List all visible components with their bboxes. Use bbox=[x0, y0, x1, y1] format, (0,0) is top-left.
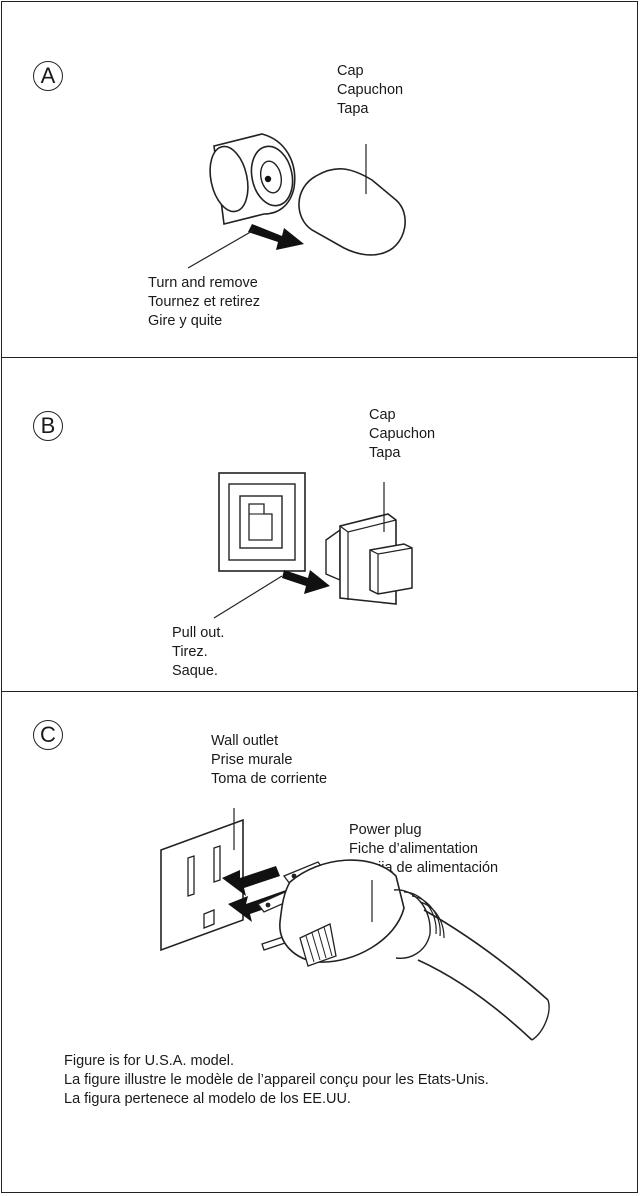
plug-label-en: Power plug bbox=[349, 822, 422, 838]
action-label-es: Gire y quite bbox=[148, 313, 223, 329]
plug-grip bbox=[299, 923, 337, 967]
power-cord bbox=[423, 909, 549, 1001]
panel-b-marker: B bbox=[33, 411, 63, 441]
action-label-es: Saque. bbox=[172, 663, 218, 679]
plug-label-fr: Fiche d’alimentation bbox=[349, 841, 478, 857]
outlet-label: Wall outlet Prise murale Toma de corrien… bbox=[211, 732, 327, 789]
model-note-en: Figure is for U.S.A. model. bbox=[64, 1053, 235, 1069]
action-label-en: Pull out. bbox=[172, 625, 225, 641]
action-leader-line bbox=[187, 229, 255, 269]
action-label-fr: Tirez. bbox=[172, 644, 208, 660]
cap-label-es: Tapa bbox=[369, 445, 401, 461]
panel-b-action-label: Pull out. Tirez. Saque. bbox=[172, 624, 224, 681]
connector-face bbox=[250, 145, 294, 207]
cap-label-fr: Capuchon bbox=[369, 426, 436, 442]
socket-key bbox=[248, 503, 273, 541]
outlet-label-es: Toma de corriente bbox=[211, 771, 328, 787]
panel-divider bbox=[1, 691, 638, 692]
outlet-plate bbox=[160, 818, 244, 952]
cap-label-en: Cap bbox=[337, 63, 364, 79]
outlet-slot-left bbox=[187, 855, 195, 897]
panel-divider bbox=[1, 357, 638, 358]
model-note: Figure is for U.S.A. model. La figure il… bbox=[64, 1052, 489, 1109]
pull-arrow-icon bbox=[282, 570, 330, 594]
action-leader-line bbox=[213, 575, 283, 619]
cap-label-es: Tapa bbox=[337, 101, 369, 117]
cap-label-fr: Capuchon bbox=[337, 82, 404, 98]
model-note-es: La figura pertenece al modelo de los EE.… bbox=[64, 1091, 351, 1107]
action-label-fr: Tournez et retirez bbox=[148, 294, 261, 310]
outlet-label-fr: Prise murale bbox=[211, 752, 293, 768]
cap-shape bbox=[298, 168, 406, 256]
plug-body bbox=[279, 859, 405, 963]
outlet-ground-hole bbox=[203, 909, 215, 929]
outlet-label-en: Wall outlet bbox=[211, 733, 279, 749]
connector-back bbox=[209, 145, 249, 213]
cap-label-en: Cap bbox=[369, 407, 396, 423]
action-label-en: Turn and remove bbox=[148, 275, 258, 291]
model-note-fr: La figure illustre le modèle de l’appare… bbox=[64, 1072, 489, 1088]
connector-hole bbox=[264, 175, 272, 183]
panel-a-marker: A bbox=[33, 61, 63, 91]
panel-b-cap-label: Cap Capuchon Tapa bbox=[369, 406, 435, 463]
insert-arrow-icon-upper bbox=[222, 866, 280, 896]
cap-grip bbox=[369, 543, 413, 595]
optical-terminal-cap-illustration bbox=[187, 133, 406, 269]
outlet-slot-right bbox=[213, 845, 221, 883]
connector-ring bbox=[259, 160, 283, 194]
strain-relief bbox=[393, 889, 431, 959]
panel-c-marker: C bbox=[33, 720, 63, 750]
panel-a-cap-label: Cap Capuchon Tapa bbox=[337, 62, 403, 119]
panel-a-action-label: Turn and remove Tournez et retirez Gire … bbox=[148, 274, 260, 331]
optical-socket-cap-illustration bbox=[213, 472, 413, 619]
remove-arrow-icon bbox=[248, 224, 304, 250]
